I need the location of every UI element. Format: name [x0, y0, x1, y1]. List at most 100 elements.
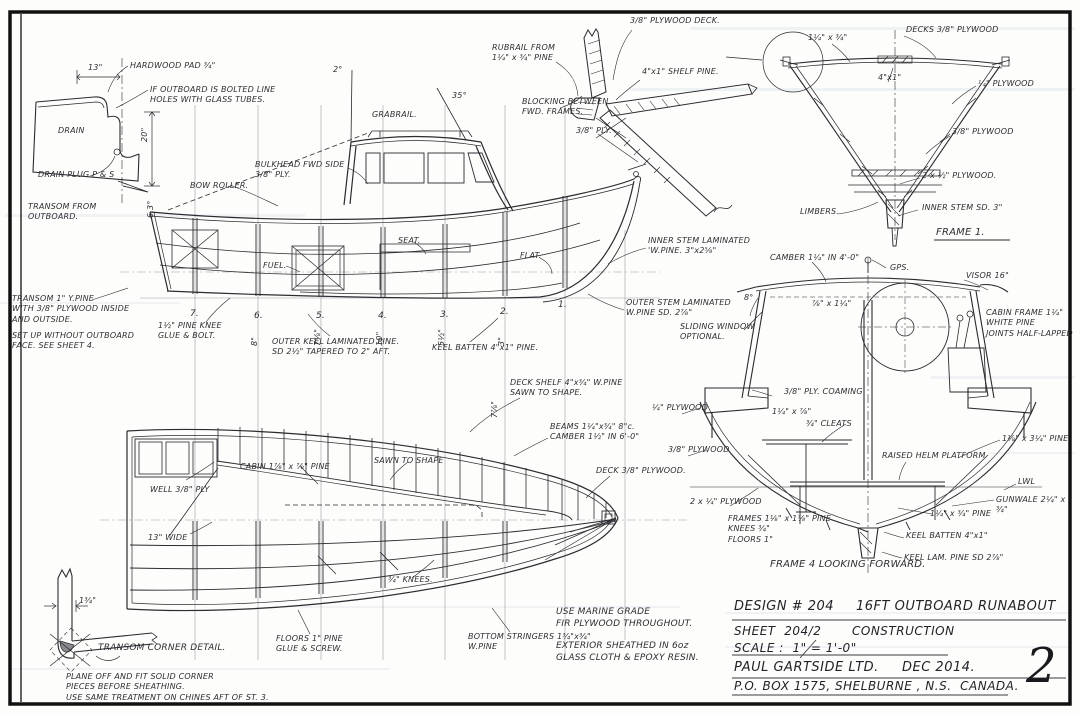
- f4-keel-batten-label: KEEL BATTEN 4"x1": [906, 531, 988, 540]
- f1-inner-stem-label: INNER STEM SD. 3": [922, 203, 1003, 212]
- f4-quarter-ply-label: ¼" PLYWOOD: [652, 403, 709, 412]
- offset-dim-2: 3": [497, 336, 506, 346]
- aerial-angle-label: 35°: [452, 91, 467, 100]
- frame4-drawing: [681, 256, 1042, 574]
- halfbreadth-dim-label: 7⅞": [490, 400, 499, 418]
- wide-label: 13" WIDE: [148, 533, 188, 542]
- f4-coaming-dim-label: 1¼" x ⅞": [772, 407, 812, 416]
- station-3: 3.: [440, 310, 449, 320]
- f4-angle-label: 8°: [744, 293, 754, 302]
- bulkhead-label: BULKHEAD FWD SIDE 3/8" PLY.: [255, 160, 345, 180]
- f4-chine-label: 1¼" x ¾" PINE: [930, 509, 992, 518]
- outer-keel-label: OUTER KEEL LAMINATED PINE. SD 2½" TAPERE…: [272, 337, 400, 357]
- sheer-angle-label: 6.3°: [146, 200, 155, 218]
- rubrail-label: RUBRAIL FROM 1¼" x ¾" PINE: [492, 43, 556, 63]
- cabin-label: CABIN 1⅞" x ⅞" PINE: [240, 462, 330, 471]
- drain-plug-label: DRAIN PLUG P & S: [38, 170, 115, 179]
- plywood-deck-label: 3/8" PLYWOOD DECK.: [630, 16, 720, 25]
- page-number: 2: [1026, 638, 1057, 694]
- plywood-note: USE MARINE GRADE FIR PLYWOOD THROUGHOUT.: [556, 607, 693, 629]
- corner-dim-label: 1¾": [79, 596, 97, 605]
- sheet-border: [8, 10, 1072, 706]
- frame1-title: FRAME 1.: [936, 227, 985, 238]
- drain-label: DRAIN: [58, 126, 85, 135]
- f4-three8-ply-label: 3/8" PLYWOOD: [668, 445, 730, 454]
- stringers-label: BOTTOM STRINGERS 1¾"x¾" W.PINE: [468, 632, 591, 652]
- f1-side-ply-label: ¼" PLYWOOD: [978, 79, 1035, 88]
- f4-roof-beam-label: ⅞" x 1¼": [812, 299, 852, 308]
- sheathing-note: EXTERIOR SHEATHED IN 6oz GLASS CLOTH & E…: [556, 641, 699, 663]
- station-grid: [100, 105, 690, 660]
- f4-keel-label: KEEL LAM. PINE SD 2⅞": [904, 553, 1004, 562]
- company-name: PAUL GARTSIDE LTD.: [734, 660, 879, 675]
- transom-view-title: TRANSOM FROM OUTBOARD.: [28, 202, 97, 222]
- f1-bottom-ply-label: 3/8" PLYWOOD: [952, 127, 1014, 136]
- corner-note-label: PLANE OFF AND FIT SOLID CORNER PIECES BE…: [66, 672, 269, 702]
- beams-label: BEAMS 1¼"x¾" 8"c. CAMBER 1½" IN 6'-0": [550, 422, 640, 442]
- f4-helm-label: RAISED HELM PLATFORM: [882, 451, 986, 460]
- f4-camber-label: CAMBER 1¼" IN 4'-0": [770, 253, 860, 262]
- inner-stem-label: INNER STEM LAMINATED 'W.PINE. 3"x2⅝": [648, 236, 751, 256]
- f4-coaming-label: 3/8" PLY. COAMING: [784, 387, 863, 396]
- f1-limbers-label: LIMBERS.: [800, 207, 840, 216]
- f4-lwl-label: LWL: [1018, 477, 1036, 486]
- profile-view-drawing: [91, 69, 647, 343]
- plan-deck-label: DECK 3/8" PLYWOOD.: [596, 466, 686, 475]
- sheet-number: SHEET 204/2: [734, 624, 822, 638]
- station-7: 7.: [190, 309, 199, 319]
- frame1-drawing: [725, 30, 1011, 247]
- f1-rubrail-dim-label: 1¼" x ¾": [808, 33, 848, 42]
- setup-note-label: SET UP WITHOUT OUTBOARD FACE. SEE SHEET …: [12, 331, 135, 351]
- deck-shelf-label: DECK SHELF 4"x¾" W.PINE SAWN TO SHAPE.: [510, 378, 623, 398]
- sheet-name: CONSTRUCTION: [852, 624, 955, 638]
- sawn-label: SAWN TO SHAPE: [374, 456, 444, 465]
- f1-sole-label: 2 x ½" PLYWOOD.: [922, 171, 997, 180]
- blocking-label: BLOCKING BETWEEN FWD. FRAMES.: [522, 97, 609, 117]
- seat-label: SEAT.: [398, 236, 421, 245]
- station-2: 2.: [500, 307, 509, 317]
- f4-bottom-ply-label: 2 x ¼" PLYWOOD: [690, 497, 762, 506]
- outer-stem-label: OUTER STEM LAMINATED W.PINE SD. 2⅞": [626, 298, 731, 318]
- f4-carlin-label: 1⅛" x 3¼" PINE: [1002, 434, 1069, 443]
- f4-frames-note-label: FRAMES 1⅛" x 1⅞" PINE KNEES ¾" FLOORS 1": [728, 514, 832, 544]
- transom-note-label: TRANSOM 1" Y.PINE WITH 3/8" PLYWOOD INSI…: [12, 294, 130, 324]
- fuel-label: FUEL.: [263, 261, 287, 270]
- f4-cabin-frame-label: CABIN FRAME 1¼" WHITE PINE JOINTS HALF-L…: [986, 308, 1073, 338]
- f4-sliding-window-label: SLIDING WINDOW OPTIONAL.: [680, 322, 755, 342]
- stem-sketch-drawing: [555, 28, 758, 217]
- scan-streaks: [0, 27, 1075, 670]
- station-6: 6.: [254, 311, 263, 321]
- f1-decks-label: DECKS 3/8" PLYWOOD: [906, 25, 999, 34]
- bow-roller-label: BOW ROLLER.: [190, 181, 249, 190]
- knees-label: ¾" KNEES.: [388, 575, 433, 584]
- floors-label: FLOORS 1" PINE GLUE & SCREW.: [276, 634, 343, 654]
- f1-shelf-dim-label: 4"x1": [878, 73, 902, 82]
- design-number: DESIGN # 204: [734, 599, 835, 614]
- title-block-rules: [732, 619, 1066, 696]
- station-1: 1.: [558, 300, 567, 310]
- keel-batten-label: KEEL BATTEN 4"x1" PINE.: [432, 343, 539, 352]
- bolt-note-label: IF OUTBOARD IS BOLTED LINE HOLES WITH GL…: [150, 85, 276, 105]
- dim-width-label: 13": [88, 63, 103, 72]
- dim-depth-label: 20": [140, 127, 149, 142]
- offset-dim-6: 8": [250, 336, 259, 346]
- hardwood-pad-label: HARDWOOD PAD ¾": [130, 61, 216, 70]
- station-5: 5.: [316, 311, 325, 321]
- f4-gps-label: GPS.: [890, 263, 910, 272]
- offset-dim-3: 5½": [437, 328, 446, 346]
- mast-angle-label: 2°: [333, 65, 343, 74]
- shelf-label: 4"x1" SHELF PINE.: [642, 67, 719, 76]
- f4-cleats-label: ¾" CLEATS: [806, 419, 852, 428]
- well-label: WELL 3/8" PLY: [150, 485, 210, 494]
- f4-gunwale-label: GUNWALE 2¼" x ¾": [996, 495, 1066, 515]
- grabrail-label: GRABRAIL.: [372, 110, 417, 119]
- flat-label: FLAT.: [520, 251, 542, 260]
- transom-detail-drawing: [32, 58, 160, 205]
- drawing-date: DEC 2014.: [902, 660, 976, 675]
- corner-detail-drawing: [44, 567, 158, 673]
- corner-detail-title: TRANSOM CORNER DETAIL.: [98, 643, 226, 653]
- station-4: 4.: [378, 311, 387, 321]
- knee-note-label: 1½" PINE KNEE GLUE & BOLT.: [158, 321, 222, 341]
